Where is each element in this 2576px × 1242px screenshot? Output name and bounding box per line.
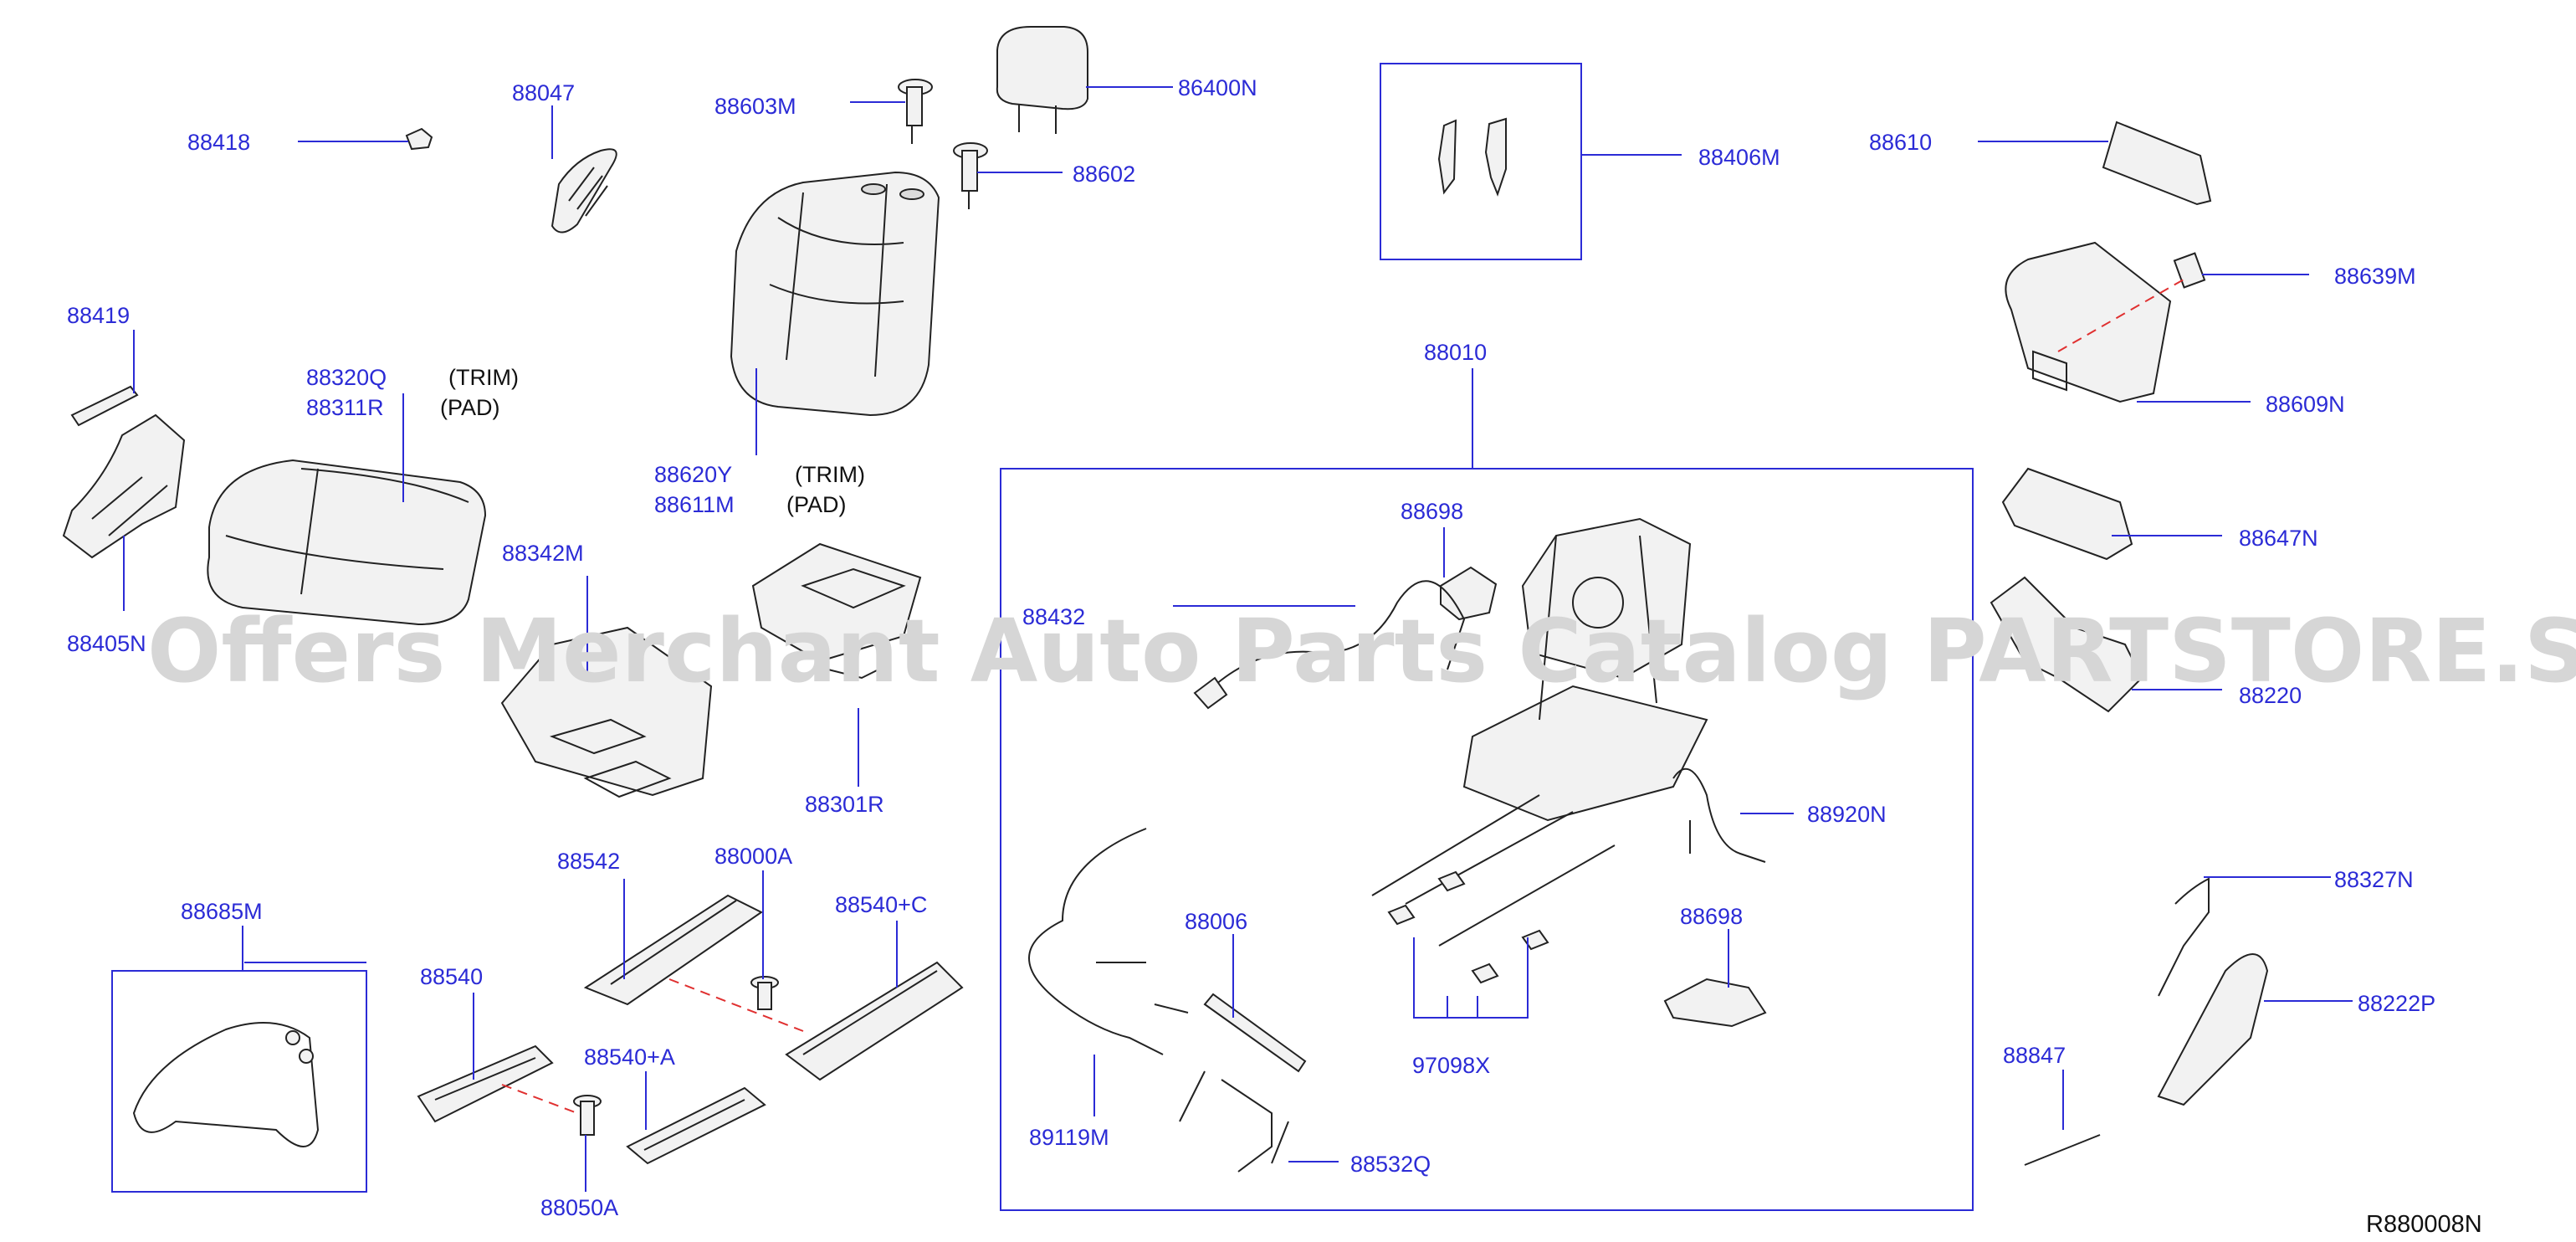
label-88006[interactable]: 88006 [1185, 909, 1247, 934]
clip-88418-drawing [405, 127, 433, 151]
detail-box-88685M [111, 970, 367, 1193]
strip-88540C-drawing [785, 961, 964, 1081]
detail-box-88406M [1380, 63, 1582, 260]
label-88542[interactable]: 88542 [557, 849, 620, 874]
label-88611M[interactable]: 88611M [654, 492, 735, 517]
label-88685M[interactable]: 88685M [181, 899, 263, 924]
cushion-frame-88301R-drawing [751, 542, 922, 680]
label-88419[interactable]: 88419 [67, 303, 130, 328]
label-88647N[interactable]: 88647N [2239, 526, 2318, 551]
pad-88698-drawing [1440, 566, 1498, 621]
label-88698-top[interactable]: 88698 [1401, 499, 1463, 524]
bolt-88000A-drawing [750, 976, 779, 1010]
label-88698-lower[interactable]: 88698 [1680, 904, 1743, 929]
label-88220[interactable]: 88220 [2239, 683, 2302, 708]
label-88540[interactable]: 88540 [420, 964, 483, 989]
label-88010[interactable]: 88010 [1424, 340, 1487, 365]
rod-88847-drawing [2024, 1134, 2101, 1166]
seat-back-88620Y-drawing [730, 171, 940, 417]
switch-88419-drawing [70, 385, 139, 427]
label-88847[interactable]: 88847 [2003, 1043, 2066, 1068]
cable-89119M-drawing [1028, 828, 1189, 1055]
label-88320Q[interactable]: 88320Q [306, 365, 387, 390]
part-illustrations [62, 26, 2269, 1173]
label-88639M[interactable]: 88639M [2334, 264, 2416, 289]
headrest-guide-88603M-drawing [898, 79, 933, 144]
dashed-links [501, 279, 2184, 1114]
side-finisher-88405N-drawing [62, 413, 186, 559]
headrest-86400N-drawing [996, 26, 1088, 110]
wire-88327N-drawing [2158, 877, 2210, 997]
escutcheon-88047-drawing [551, 148, 617, 234]
label-88406M[interactable]: 88406M [1698, 145, 1780, 170]
label-88540A[interactable]: 88540+A [584, 1044, 675, 1070]
label-88603M[interactable]: 88603M [714, 94, 796, 119]
label-88532Q[interactable]: 88532Q [1350, 1152, 1431, 1177]
note-trim-88620Y: (TRIM) [795, 462, 865, 487]
bracket-88220-drawing [1990, 576, 2143, 713]
harness-88920N-drawing [1672, 767, 1766, 863]
seat-frame-88010-drawing [1371, 517, 1708, 947]
seat-frame-88342M-drawing [500, 626, 713, 798]
diagram-reference-code: R880008N [2366, 1211, 2482, 1238]
label-88920N[interactable]: 88920N [1807, 802, 1887, 827]
panel-88647N-drawing [2001, 467, 2133, 561]
rail-cover-88006-drawing [1203, 993, 1307, 1073]
clips-97098X-drawing [1387, 870, 1549, 984]
label-88050A[interactable]: 88050A [540, 1195, 618, 1220]
trim-88406M-drawing [1437, 117, 1507, 197]
label-88000A[interactable]: 88000A [714, 844, 792, 869]
strip-88540-drawing [417, 1044, 554, 1123]
strip-88542-drawing [583, 894, 763, 1006]
bolt-88050A-drawing [573, 1095, 602, 1136]
label-88342M[interactable]: 88342M [502, 541, 584, 566]
label-88609N[interactable]: 88609N [2266, 392, 2345, 417]
finisher-88222P-drawing [2157, 953, 2269, 1106]
watermark-text: Offers Merchant Auto Parts Catalog PARTS… [147, 600, 2576, 702]
label-88418[interactable]: 88418 [187, 130, 250, 155]
note-pad-88311R: (PAD) [440, 395, 500, 420]
harness-88532Q-drawing [1179, 1070, 1289, 1173]
headrest-guide-88602-drawing [953, 142, 988, 209]
label-86400N[interactable]: 86400N [1178, 75, 1257, 100]
panel-88610-drawing [2102, 121, 2212, 206]
label-88222P[interactable]: 88222P [2358, 991, 2435, 1016]
wire-frame-88685M-drawing [132, 1022, 320, 1147]
label-88610[interactable]: 88610 [1869, 130, 1932, 155]
label-88432[interactable]: 88432 [1022, 604, 1085, 629]
leader-lines [123, 86, 2353, 1192]
label-89119M[interactable]: 89119M [1029, 1125, 1109, 1150]
label-88602[interactable]: 88602 [1073, 162, 1135, 187]
back-board-88609N-drawing [2005, 241, 2172, 403]
label-88405N[interactable]: 88405N [67, 631, 146, 656]
label-88311R[interactable]: 88311R [306, 395, 384, 420]
part-number-labels: 88418 88047 88603M 86400N 88602 88406M 8… [67, 75, 2435, 1220]
seat-cushion-88320Q-drawing [207, 459, 487, 626]
note-pad-88611M: (PAD) [786, 492, 847, 517]
label-88301R[interactable]: 88301R [805, 792, 884, 817]
detail-box-88010 [1000, 468, 1974, 1211]
label-97098X[interactable]: 97098X [1412, 1053, 1490, 1078]
switch-88639M-drawing [2173, 252, 2206, 289]
cable-88432-drawing [1193, 580, 1466, 710]
label-88327N[interactable]: 88327N [2334, 867, 2414, 892]
label-88047[interactable]: 88047 [512, 80, 575, 105]
note-trim-88320Q: (TRIM) [448, 365, 519, 390]
pad-88698-lower-drawing [1663, 978, 1767, 1028]
label-88540C[interactable]: 88540+C [835, 892, 927, 917]
label-88620Y[interactable]: 88620Y [654, 462, 732, 487]
